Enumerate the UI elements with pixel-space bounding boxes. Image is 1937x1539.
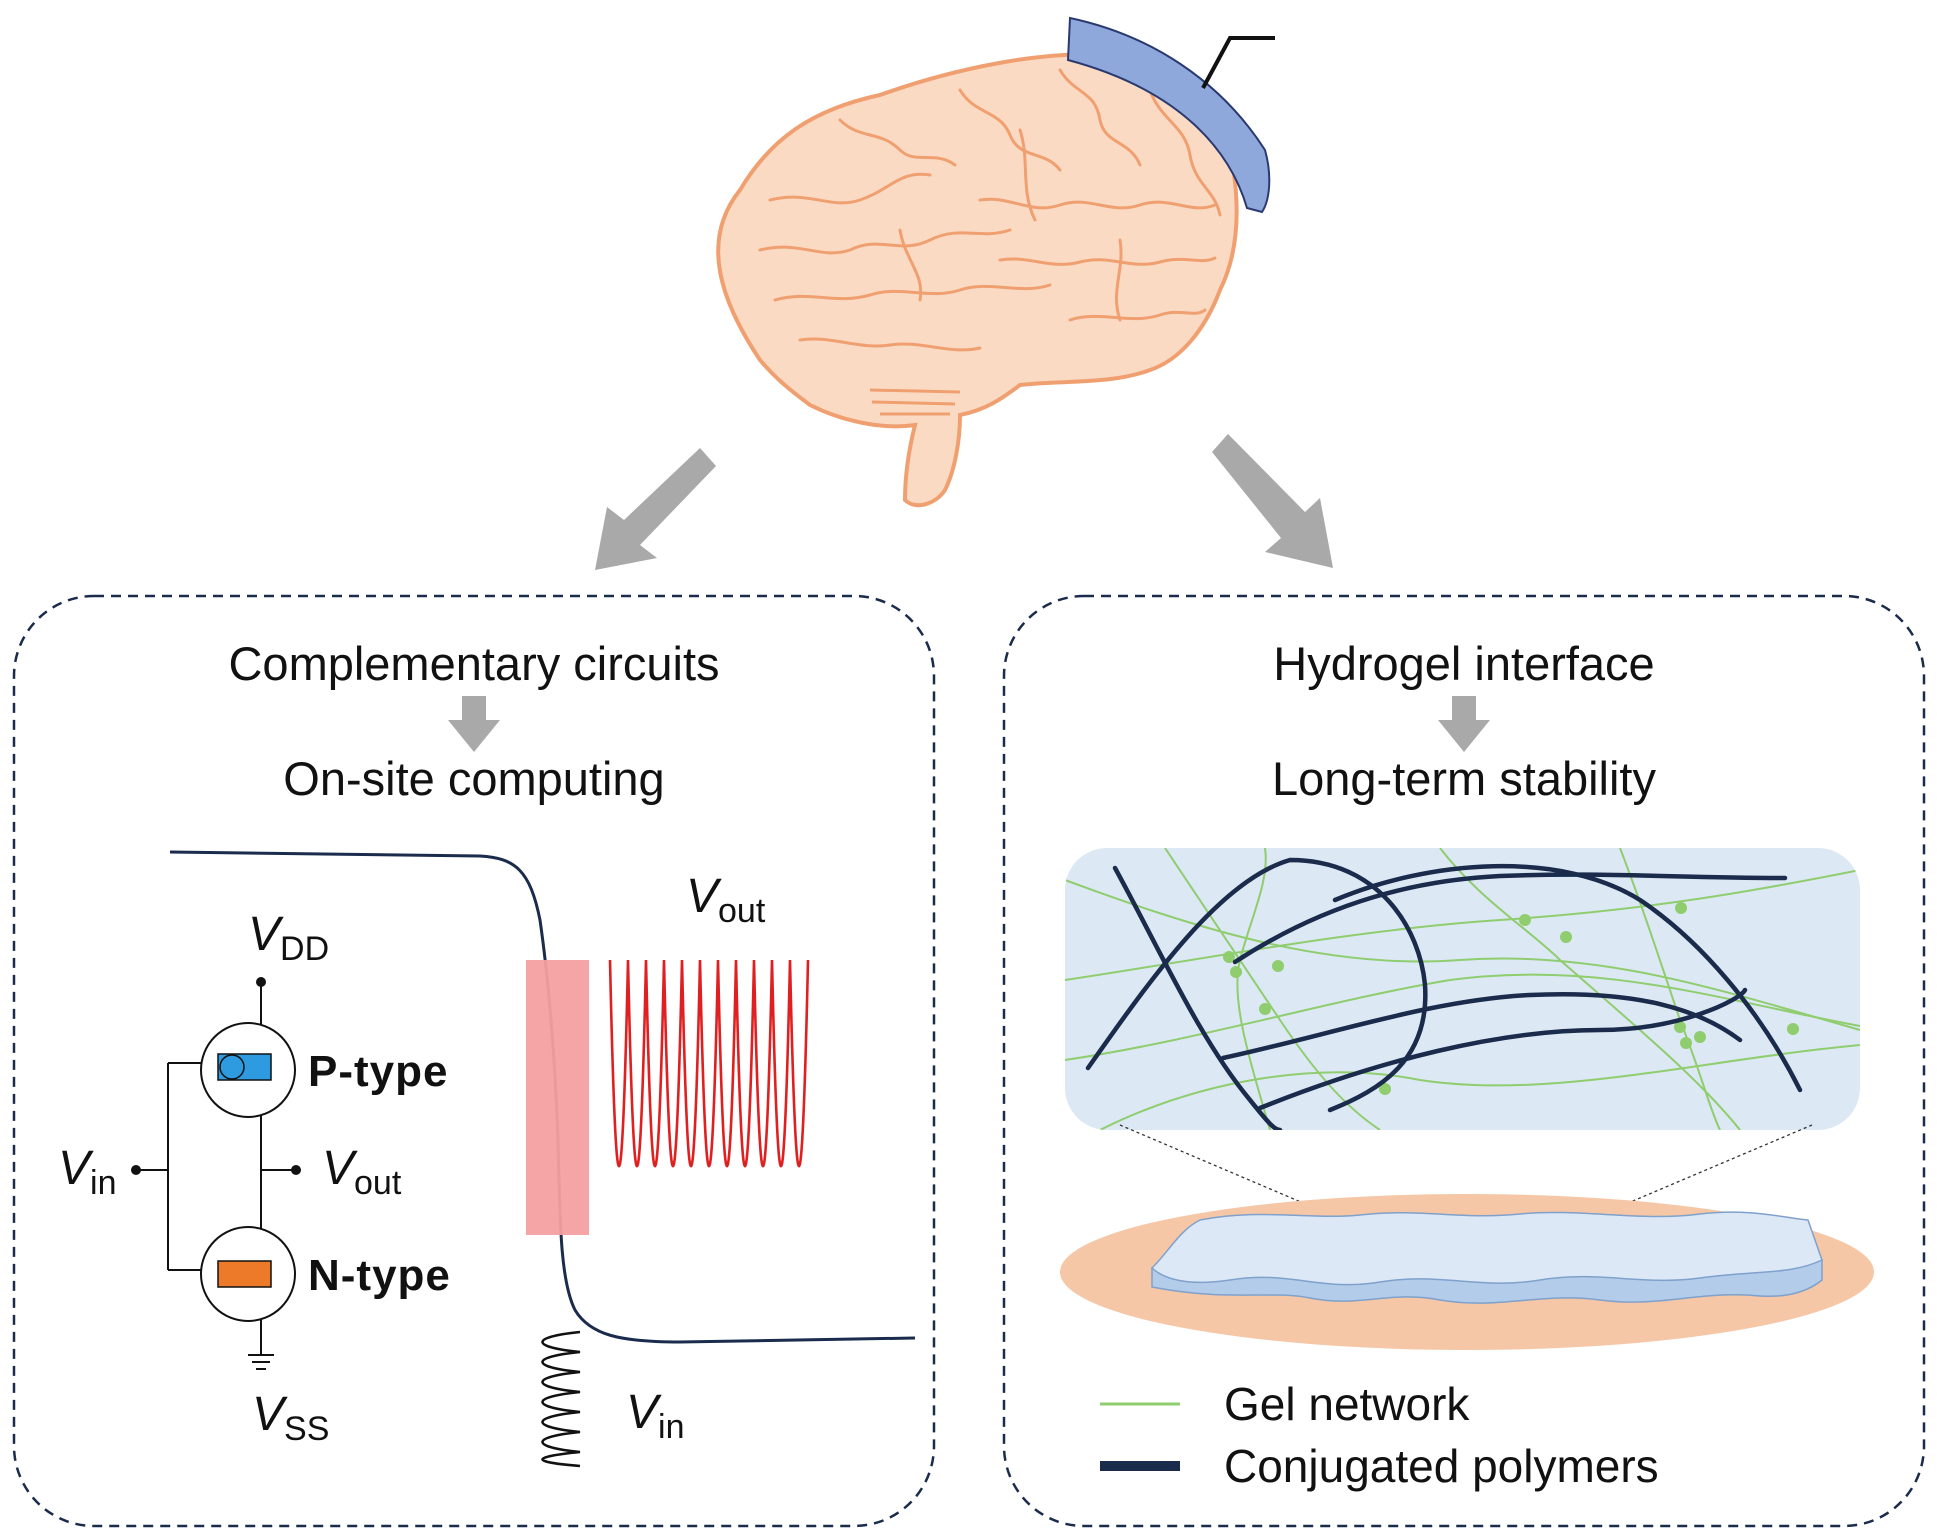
legend: Gel network Conjugated polymers [1100, 1378, 1659, 1492]
vout-label: Vout [322, 1142, 402, 1202]
plot-vout-label: Vout [686, 870, 766, 930]
inverter-schematic [136, 982, 296, 1370]
brain-folds [758, 68, 1222, 352]
left-panel-title: Complementary circuits [228, 637, 719, 690]
left-small-arrow [448, 696, 500, 752]
right-panel-title: Hydrogel interface [1273, 637, 1654, 690]
left-panel-border [12, 594, 936, 1528]
arrow-to-left-panel [595, 448, 716, 570]
right-panel-subtitle: Long-term stability [1272, 752, 1656, 805]
cerebellum-lines [869, 388, 961, 416]
right-panel-border [1002, 594, 1926, 1528]
crosslink-points [1223, 902, 1799, 1095]
legend-polymer-label: Conjugated polymers [1224, 1440, 1659, 1492]
network-inset [1065, 848, 1860, 1130]
vin-label: Vin [58, 1142, 116, 1202]
vdd-label: VDD [248, 908, 329, 968]
vout-node [291, 1165, 301, 1175]
n-type-label: N-type [308, 1251, 451, 1300]
right-small-arrow [1438, 696, 1490, 752]
vss-label: VSS [252, 1388, 329, 1448]
vin-node [131, 1165, 141, 1175]
electrode [1066, 16, 1275, 214]
electrode-lead [1201, 36, 1275, 89]
right-panel: Hydrogel interface Long-term stability [1002, 594, 1926, 1528]
p-gate-bubble [219, 1054, 245, 1080]
network-lines [1065, 848, 1860, 1130]
input-wave [541, 1330, 581, 1468]
left-panel: Complementary circuits On-site computing… [12, 594, 936, 1528]
brain-shape [716, 52, 1239, 508]
brain-illustration [716, 16, 1275, 508]
output-wave [608, 959, 810, 1168]
zoom-line-left [1119, 1124, 1391, 1241]
electrode-pad [1066, 16, 1271, 214]
vdd-node [256, 977, 266, 987]
left-panel-subtitle: On-site computing [283, 752, 664, 805]
input-band [526, 960, 589, 1235]
plot-vin-label: Vin [626, 1386, 684, 1446]
p-type-label: P-type [308, 1047, 448, 1096]
hydrogel-film-top [1150, 1211, 1823, 1286]
arrow-to-right-panel [1212, 434, 1333, 568]
n-channel [217, 1260, 272, 1288]
legend-gel-label: Gel network [1224, 1378, 1470, 1430]
conjugated-polymers [1085, 857, 1803, 1130]
zoom-line-right [1521, 1124, 1813, 1249]
